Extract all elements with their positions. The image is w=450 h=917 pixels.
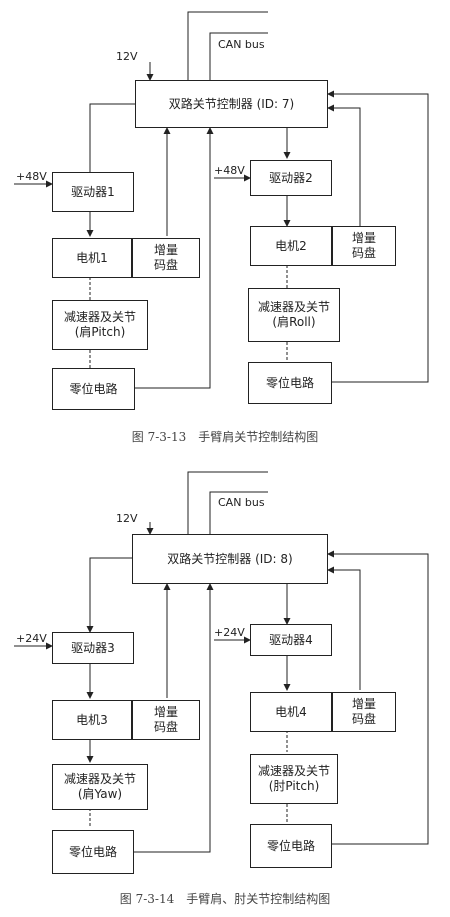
- right-supply-label: +24V: [214, 626, 245, 639]
- motor-right-box: 电机4: [250, 692, 332, 732]
- zero-right-box: 零位电路: [250, 824, 332, 868]
- can-bus-label: CAN bus: [218, 496, 265, 509]
- encoder-right-box: 增量 码盘: [332, 226, 396, 266]
- reducer-right-box: 减速器及关节 (肘Pitch): [250, 754, 338, 804]
- motor-left-label: 电机3: [76, 712, 108, 727]
- motor-left-box: 电机1: [52, 238, 132, 278]
- driver-left-box: 驱动器1: [52, 172, 134, 212]
- encoder-left-line1: 增量: [153, 243, 178, 257]
- encoder-left-box: 增量 码盘: [132, 700, 200, 740]
- encoder-left-line1: 增量: [153, 705, 178, 719]
- left-supply-label: +48V: [16, 170, 47, 183]
- zero-left-box: 零位电路: [52, 830, 134, 874]
- motor-right-box: 电机2: [250, 226, 332, 266]
- controller-supply-label: 12V: [116, 50, 138, 63]
- reducer-left-line1: 减速器及关节: [63, 310, 136, 324]
- reducer-left-box: 减速器及关节 (肩Pitch): [52, 300, 148, 350]
- joint-controller-label: 双路关节控制器 (ID: 7): [168, 96, 295, 111]
- figure-caption: 图 7-3-13 手臂肩关节控制结构图: [131, 430, 319, 444]
- encoder-left-box: 增量 码盘: [132, 238, 200, 278]
- encoder-left-line2: 码盘: [153, 258, 178, 272]
- reducer-right-line2: (肘Pitch): [268, 779, 320, 793]
- zero-left-box: 零位电路: [52, 368, 135, 410]
- encoder-right-line1: 增量: [351, 697, 376, 711]
- reducer-right-line1: 减速器及关节: [257, 300, 330, 314]
- controller-supply-label: 12V: [116, 512, 138, 525]
- joint-controller-box: 双路关节控制器 (ID: 8): [132, 534, 328, 584]
- zero-left-label: 零位电路: [69, 381, 118, 396]
- reducer-left-line1: 减速器及关节: [63, 772, 136, 786]
- zero-right-label: 零位电路: [266, 838, 315, 853]
- left-supply-label: +24V: [16, 632, 47, 645]
- driver-left-label: 驱动器3: [71, 640, 115, 655]
- can-bus-label: CAN bus: [218, 38, 265, 51]
- motor-right-label: 电机4: [275, 704, 307, 719]
- figure-shoulder-elbow: CAN bus 12V 双路关节控制器 (ID: 8) +24V 驱动器3 电机…: [0, 460, 450, 910]
- figure-caption: 图 7-3-14 手臂肩、肘关节控制结构图: [119, 892, 331, 906]
- encoder-right-line2: 码盘: [351, 712, 376, 726]
- driver-left-box: 驱动器3: [52, 632, 134, 664]
- zero-right-box: 零位电路: [248, 362, 332, 404]
- encoder-right-line1: 增量: [351, 231, 376, 245]
- driver-right-label: 驱动器2: [269, 170, 313, 185]
- reducer-left-line2: (肩Pitch): [74, 325, 126, 339]
- joint-controller-label: 双路关节控制器 (ID: 8): [167, 551, 293, 566]
- reducer-left-line2: (肩Yaw): [77, 787, 123, 801]
- right-supply-label: +48V: [214, 164, 245, 177]
- encoder-left-line2: 码盘: [153, 720, 178, 734]
- reducer-right-box: 减速器及关节 (肩Roll): [248, 288, 340, 342]
- driver-left-label: 驱动器1: [71, 184, 115, 199]
- driver-right-box: 驱动器4: [250, 624, 332, 656]
- zero-right-label: 零位电路: [265, 375, 314, 390]
- driver-right-label: 驱动器4: [269, 632, 313, 647]
- figure-shoulder: CAN bus 12V 双路关节控制器 (ID: 7) +48V 驱动器1 电机…: [0, 0, 450, 450]
- reducer-left-box: 减速器及关节 (肩Yaw): [52, 764, 148, 810]
- joint-controller-box: 双路关节控制器 (ID: 7): [135, 80, 328, 128]
- motor-left-box: 电机3: [52, 700, 132, 740]
- encoder-right-box: 增量 码盘: [332, 692, 396, 732]
- encoder-right-line2: 码盘: [351, 246, 376, 260]
- connector-lines: [14, 11, 429, 389]
- reducer-right-line1: 减速器及关节: [257, 764, 330, 778]
- driver-right-box: 驱动器2: [250, 160, 332, 196]
- motor-right-label: 电机2: [275, 238, 307, 253]
- zero-left-label: 零位电路: [68, 844, 117, 859]
- reducer-right-line2: (肩Roll): [272, 315, 316, 329]
- connector-lines: [14, 471, 429, 853]
- motor-left-label: 电机1: [76, 250, 108, 265]
